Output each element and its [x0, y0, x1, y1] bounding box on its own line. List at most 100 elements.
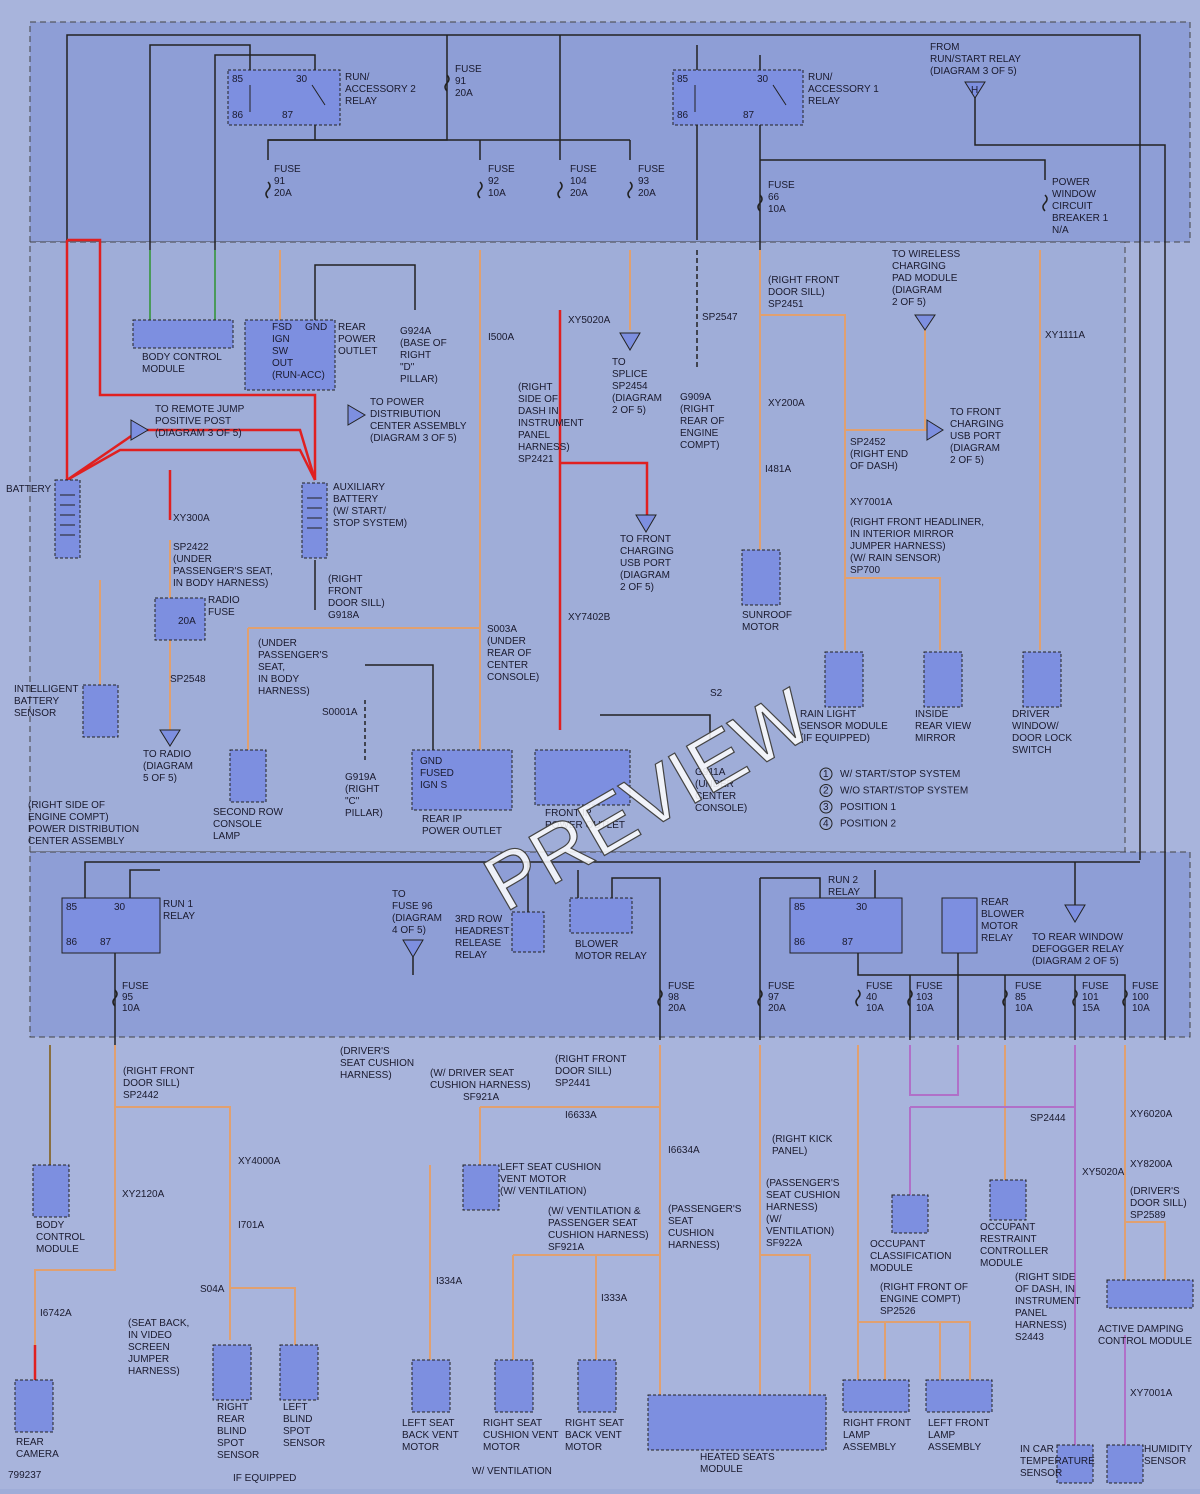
- label-line: FUSE: [208, 607, 235, 618]
- label-line: REAR: [338, 322, 366, 333]
- label-line: SP2441: [555, 1078, 591, 1089]
- pink-yellow-wires-upper: [99, 250, 1041, 760]
- label-line: (RIGHT END: [850, 449, 908, 460]
- from-run-start-connector: [964, 81, 986, 99]
- label-line: SP2421: [518, 454, 554, 465]
- label-line: RELAY: [981, 933, 1013, 944]
- connector-letter-h: H: [971, 85, 978, 96]
- label-line: REAR VIEW: [915, 721, 972, 732]
- label-line: (W/ RAIN SENSOR): [850, 553, 941, 564]
- label-line: G911A: [695, 767, 726, 778]
- label-line: BLIND: [283, 1414, 312, 1425]
- label-line: POWER: [1052, 177, 1090, 188]
- label-xy200a: XY200A: [768, 398, 805, 409]
- label-line: "C": [345, 796, 360, 807]
- label-line: I701A: [238, 1220, 264, 1231]
- label-line: JUMPER: [128, 1354, 169, 1365]
- label-line: LEFT: [283, 1402, 307, 1413]
- pink-yellow-wires-lower: [34, 1045, 1166, 1395]
- label-line: (RIGHT FRONT OF: [880, 1282, 968, 1293]
- label-line: LAMP: [843, 1430, 871, 1441]
- label-line: SENSOR: [217, 1450, 259, 1461]
- label-line: (RUN-ACC): [272, 370, 325, 381]
- legend-label: W/O START/STOP SYSTEM: [840, 786, 968, 797]
- label-line: TO REAR WINDOW: [1032, 932, 1123, 943]
- label-line: (IF EQUIPPED): [800, 733, 870, 744]
- label-line: RESTRAINT: [980, 1234, 1037, 1245]
- label-line: DASH IN: [518, 406, 559, 417]
- heated-seats-module: [647, 1394, 827, 1451]
- label-line: (RIGHT FRONT: [768, 275, 839, 286]
- label-line: TO: [612, 357, 626, 368]
- label-line: OUT: [272, 358, 293, 369]
- label-line: SW: [272, 346, 289, 357]
- in-car-temp-sensor: [1056, 1444, 1094, 1484]
- pink-blue-wires-lower: [909, 1045, 1126, 1445]
- label-line: (W/ DRIVER SEAT: [430, 1068, 514, 1079]
- label-line: SP2548: [170, 674, 206, 685]
- label-line: RUN 1: [163, 899, 193, 910]
- label-s0001a: S0001A: [322, 707, 358, 718]
- label-line: CUSHION VENT: [483, 1430, 559, 1441]
- label-line: (RIGHT KICK: [772, 1134, 833, 1145]
- label-line: XY2120A: [122, 1189, 165, 1200]
- label-line: SF921A: [548, 1242, 584, 1253]
- label-line: OF DASH, IN: [1015, 1284, 1075, 1295]
- label-line: INSIDE: [915, 709, 949, 720]
- label-line: IN BODY: [258, 674, 299, 685]
- label-line: (RIGHT FRONT: [555, 1054, 626, 1065]
- label-sp2548: SP2548: [170, 674, 206, 685]
- legend-number: 2: [823, 786, 829, 797]
- label-line: PASSENGER'S SEAT,: [173, 566, 273, 577]
- svg-text:30: 30: [856, 902, 868, 913]
- body-control-module-top: [132, 319, 234, 349]
- top-bus-wires: [66, 34, 1166, 1040]
- label-line: (RIGHT FRONT HEADLINER,: [850, 517, 984, 528]
- label-line: (RIGHT FRONT: [123, 1066, 194, 1077]
- label-line: MODULE: [980, 1258, 1023, 1269]
- label-line: (DIAGRAM: [612, 393, 662, 404]
- label-line: FUSE: [122, 981, 149, 992]
- black-wires-upper: [314, 250, 711, 760]
- label-line: (RIGHT SIDE: [1015, 1272, 1076, 1283]
- label-line: FUSE: [866, 981, 893, 992]
- rear-camera: [14, 1379, 54, 1433]
- label-line: SPLICE: [612, 369, 648, 380]
- label-line: RELEASE: [455, 938, 501, 949]
- label-line: BATTERY: [6, 484, 52, 495]
- label-line: 2 OF 5): [620, 582, 654, 593]
- label-line: PILLAR): [345, 808, 383, 819]
- label-line: XY6020A: [1130, 1109, 1173, 1120]
- label-line: FUSE: [570, 164, 597, 175]
- label-line: RUN/: [808, 72, 833, 83]
- label-xy1111a: XY1111A: [1045, 330, 1085, 341]
- label-line: 40: [866, 992, 878, 1003]
- radio-fuse-box: [154, 597, 206, 641]
- label-line: G918A: [328, 610, 359, 621]
- label-line: STOP SYSTEM): [333, 518, 407, 529]
- label-line: MIRROR: [915, 733, 956, 744]
- label-line: PILLAR): [400, 374, 438, 385]
- label-line: REAR IP: [422, 814, 462, 825]
- label-line: BREAKER 1: [1052, 213, 1109, 224]
- label-line: SP2589: [1130, 1210, 1166, 1221]
- sunroof-motor: [741, 549, 781, 606]
